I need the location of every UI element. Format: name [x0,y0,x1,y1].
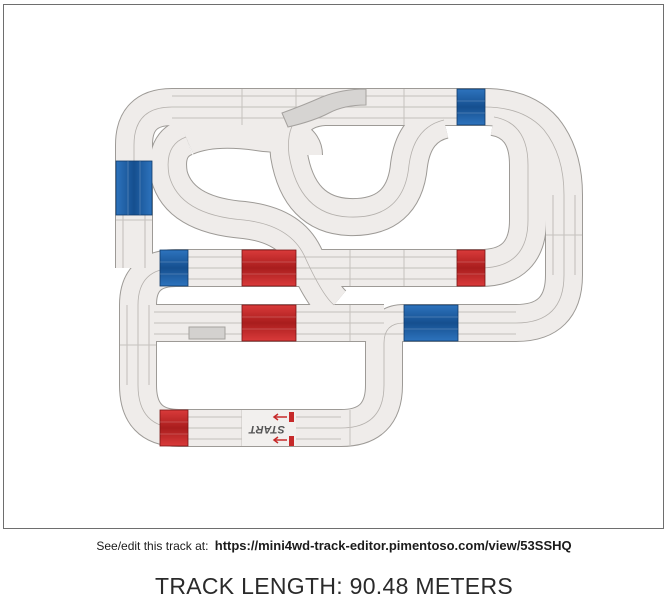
edit-link-prefix: See/edit this track at: [96,539,209,553]
blue-section-lower-right [403,304,459,342]
edit-track-link[interactable]: https://mini4wd-track-editor.pimentoso.c… [214,538,572,553]
ramp-section-top [281,88,367,128]
start-line-marker [289,412,294,422]
red-sections [159,249,486,447]
red-section-mid-center [241,249,297,287]
blue-section-left [115,160,153,216]
start-label: START [248,423,285,435]
ramp-section-lower [188,326,226,340]
red-section-lower-center [241,304,297,342]
blue-section-top-right [456,88,486,126]
blue-section-mid-left [159,249,189,287]
red-section-mid-right [456,249,486,287]
red-section-bottom-left [159,409,189,447]
start-gate: START [242,410,296,446]
track-diagram: START [115,88,583,447]
start-arrow-icon [272,413,287,444]
track-length: TRACK LENGTH: 90.48 METERS [155,573,513,599]
track-canvas: START [3,4,664,529]
blue-sections [115,88,486,342]
edit-link-line: See/edit this track at: https://mini4wd-… [0,538,668,553]
